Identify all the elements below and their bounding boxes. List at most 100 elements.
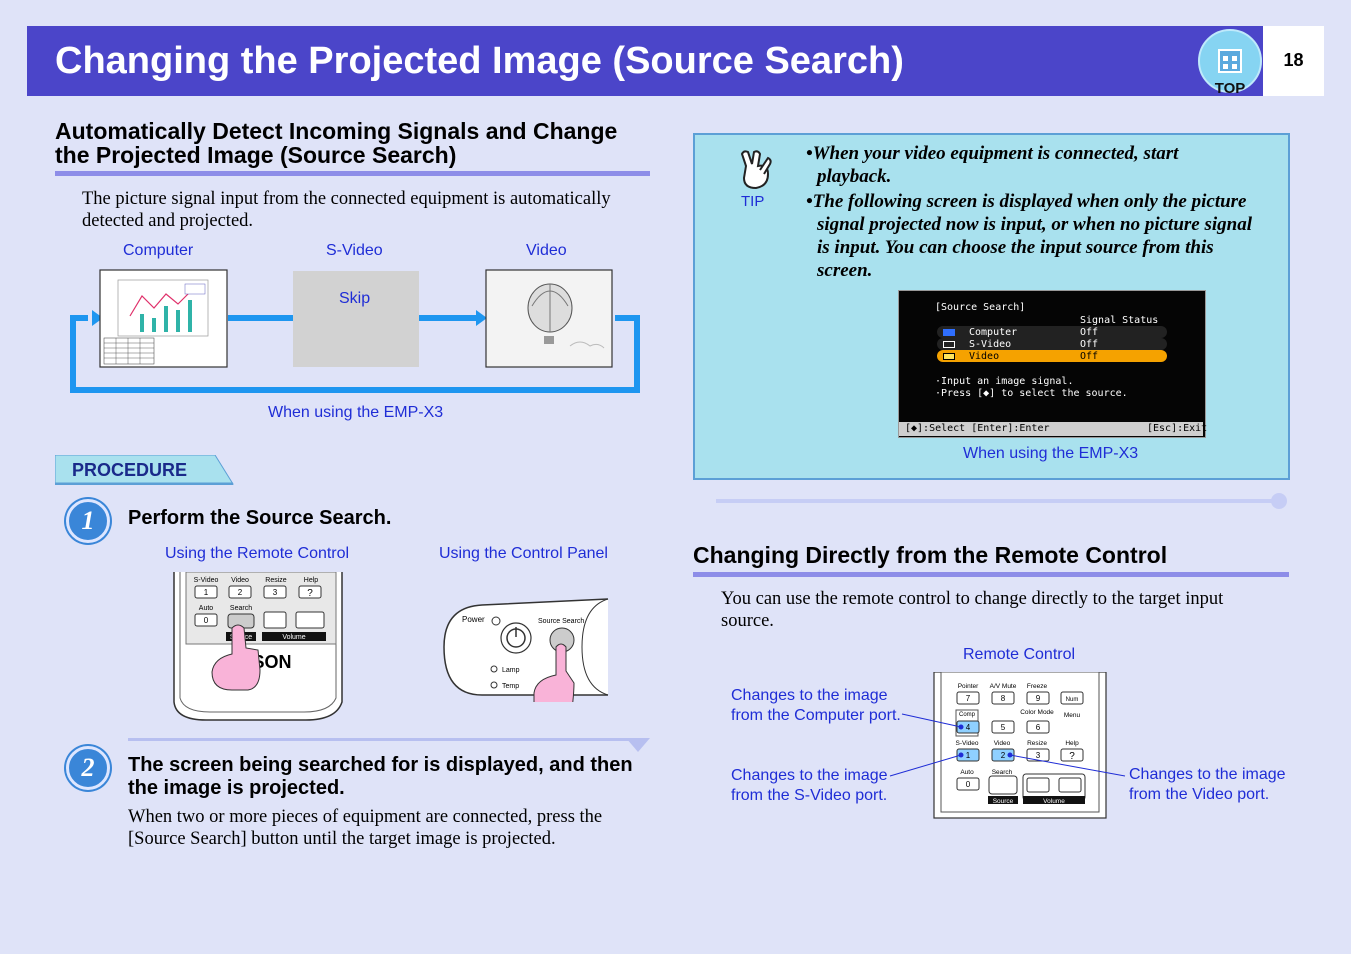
svg-text:5: 5	[1001, 723, 1006, 732]
step-divider-arrow	[626, 738, 650, 752]
svg-text:Temp: Temp	[502, 683, 519, 690]
computer-port-icon	[943, 329, 955, 336]
svg-text:Help: Help	[304, 577, 319, 584]
svg-text:SON: SON	[252, 652, 291, 672]
svg-text:9: 9	[1036, 694, 1041, 703]
svg-text:Color Mode: Color Mode	[1020, 709, 1054, 716]
diagram-caption: When using the EMP-X3	[268, 404, 444, 421]
svideo-skip-box	[293, 271, 419, 367]
svg-text:Source: Source	[993, 798, 1014, 805]
step-divider	[128, 738, 633, 741]
tip-caption: When using the EMP-X3	[963, 445, 1139, 462]
tip-hand-icon	[740, 150, 772, 190]
osd-row-svideo	[937, 338, 1167, 350]
step2-body-line2: [Source Search] button until the target …	[128, 829, 556, 849]
section-title-auto: Automatically Detect Incoming Signals an…	[55, 119, 617, 167]
svg-text:?: ?	[307, 588, 313, 599]
svg-text:2: 2	[1001, 751, 1006, 760]
tip-b2-line1: •The following screen is displayed when …	[806, 191, 1247, 212]
osd-status-header: Signal Status	[1080, 315, 1159, 326]
tip-label: TIP	[741, 193, 765, 210]
osd-computer-status: Off	[1080, 327, 1099, 338]
skip-label: Skip	[339, 290, 371, 307]
tip-b2-line2: signal projected now is input, or when n…	[817, 214, 1252, 235]
section-title-direct: Changing Directly from the Remote Contro…	[693, 542, 1168, 568]
svg-text:Source Search: Source Search	[538, 618, 584, 625]
section-title-line1: Automatically Detect Incoming Signals an…	[55, 118, 618, 144]
svg-text:Video: Video	[231, 577, 249, 584]
svg-text:Auto: Auto	[199, 605, 214, 612]
procedure-label: PROCEDURE	[72, 460, 188, 480]
svg-text:0: 0	[966, 780, 971, 789]
svg-text:Power: Power	[462, 615, 485, 624]
right-divider-dot	[1271, 493, 1287, 509]
tip-b1-line2: playback.	[817, 166, 892, 187]
diagram-label-video: Video	[526, 242, 567, 259]
osd-message-2: ·Press [◆] to select the source.	[935, 388, 1128, 399]
svg-text:Search: Search	[230, 605, 252, 612]
diagram-label-svideo: S-Video	[326, 242, 383, 259]
source-search-diagram	[70, 269, 640, 393]
svg-text:Pointer: Pointer	[958, 683, 979, 690]
page-header-bar	[27, 26, 1263, 96]
svg-text:S-Video: S-Video	[194, 577, 219, 584]
callout-computer: Changes to the image from the Computer p…	[731, 686, 901, 726]
callout-leader-lines	[889, 713, 1126, 777]
callout-svideo: Changes to the image from the S-Video po…	[731, 766, 888, 806]
callout-computer-line2: from the Computer port.	[731, 707, 901, 724]
callout-computer-line1: Changes to the image	[731, 687, 888, 704]
procedure-tab	[55, 455, 234, 485]
osd-row-video	[937, 350, 1167, 362]
control-panel-image: Power Source Search Lamp Temp	[443, 598, 609, 702]
svg-text:Resize: Resize	[1027, 740, 1047, 747]
svg-text:Video: Video	[994, 740, 1011, 747]
svg-text:Help: Help	[1065, 740, 1079, 747]
svg-text:1: 1	[204, 588, 209, 597]
svg-text:Freeze: Freeze	[1027, 683, 1048, 690]
step2-body-line1: When two or more pieces of equipment are…	[128, 807, 603, 827]
step1-title: Perform the Source Search.	[128, 507, 392, 529]
svg-text:7: 7	[966, 694, 971, 703]
svg-text:8: 8	[1001, 694, 1006, 703]
right-body-line1: You can use the remote control to change…	[721, 589, 1224, 609]
svg-text:?: ?	[1069, 751, 1075, 762]
right-paragraph: You can use the remote control to change…	[721, 588, 1223, 632]
step1-number: 1	[66, 499, 110, 543]
svg-text:0: 0	[204, 616, 209, 625]
step2-title: The screen being searched for is display…	[128, 754, 633, 800]
osd-svideo: S-Video	[969, 339, 1012, 350]
source-search-screen: [Source Search] Signal Status Computer O…	[898, 290, 1207, 438]
svg-text:S-Video: S-Video	[955, 740, 978, 747]
svg-text:3: 3	[273, 588, 278, 597]
svg-text:Auto: Auto	[960, 769, 974, 776]
step1-panel-label: Using the Control Panel	[439, 545, 608, 562]
section-rule	[55, 171, 650, 176]
svg-text:1: 1	[966, 751, 971, 760]
intro-paragraph: The picture signal input from the connec…	[82, 188, 611, 232]
svg-text:3: 3	[1036, 751, 1041, 760]
callout-video: Changes to the image from the Video port…	[1129, 765, 1286, 805]
svg-text:Resize: Resize	[265, 577, 287, 584]
svg-text:Menu: Menu	[1064, 712, 1081, 719]
osd-video: Video	[969, 351, 1000, 362]
page-number: 18	[1283, 50, 1304, 70]
tip-bullet-2: •The following screen is displayed when …	[806, 190, 1252, 282]
osd-video-status: Off	[1080, 351, 1099, 362]
right-body-line2: source.	[721, 611, 774, 631]
osd-message-1: ·Input an image signal.	[935, 376, 1074, 387]
svideo-port-icon	[943, 341, 955, 348]
osd-footer-left: [◆]:Select [Enter]:Enter	[905, 423, 1050, 434]
step2-title-line2: the image is projected.	[128, 777, 345, 799]
osd-svideo-status: Off	[1080, 339, 1099, 350]
tip-bullet-1: •When your video equipment is connected,…	[806, 142, 1178, 188]
svg-text:6: 6	[1036, 723, 1041, 732]
top-button[interactable]: TOP	[1197, 28, 1263, 97]
page-number-box	[1263, 26, 1324, 96]
top-icon: TOP	[1198, 29, 1262, 97]
video-port-icon	[943, 353, 955, 360]
svg-text:Num: Num	[1066, 697, 1079, 703]
svg-text:Volume: Volume	[282, 634, 305, 641]
svg-text:4: 4	[966, 723, 971, 732]
